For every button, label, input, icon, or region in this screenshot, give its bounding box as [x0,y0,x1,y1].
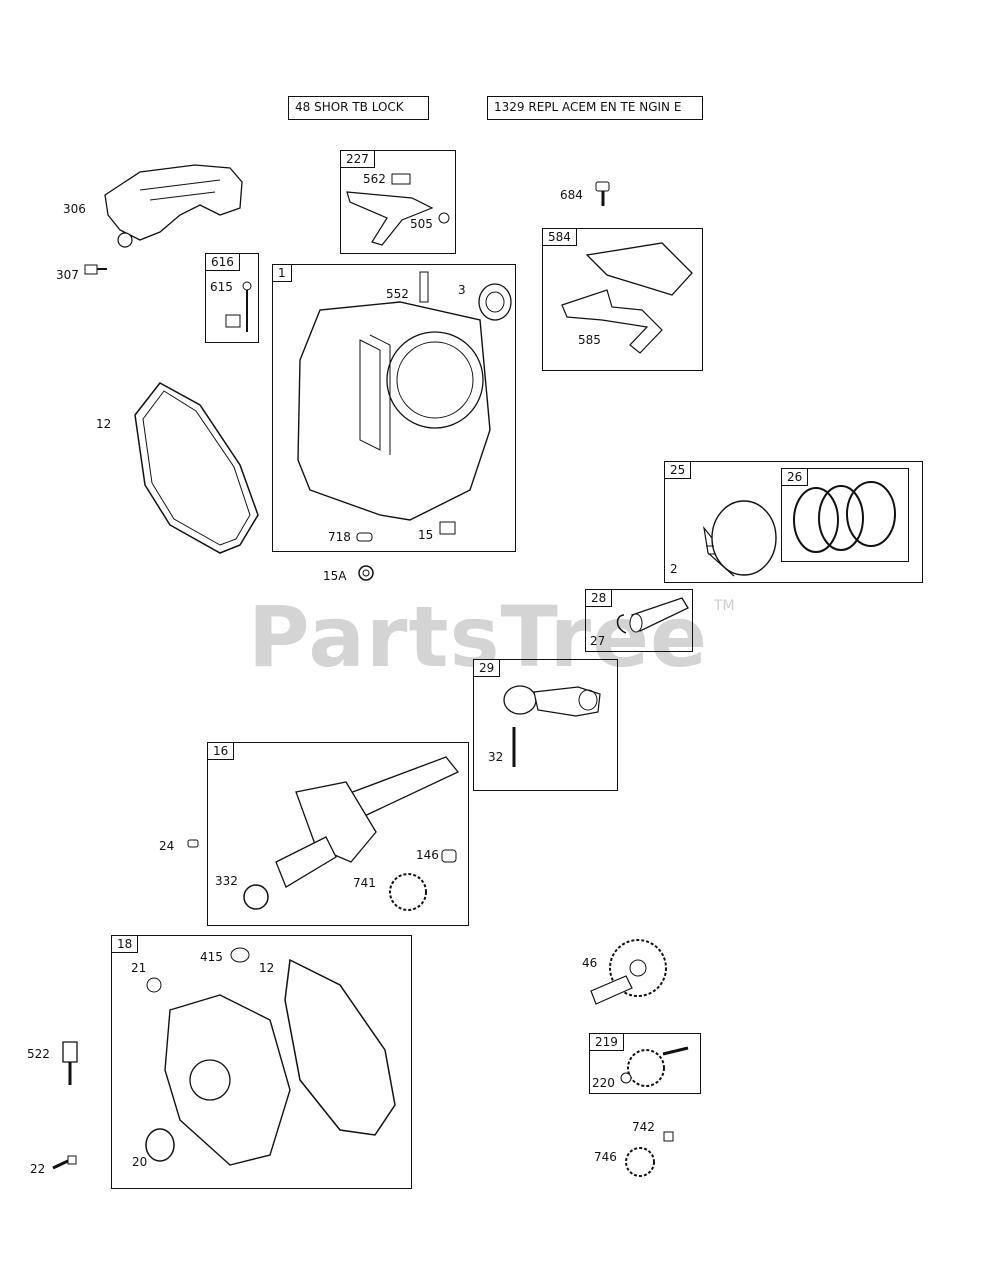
bolt-part-22[interactable] [50,1154,78,1172]
camshaft-part-46[interactable] [586,936,671,1011]
group-tag-25: 25 [665,462,692,479]
label-307[interactable]: 307 [56,268,79,282]
piston-pin-part-28[interactable] [612,593,692,643]
screw-part-684[interactable] [593,180,613,208]
plug-part-15A[interactable] [356,564,376,582]
label-552[interactable]: 552 [386,287,409,301]
label-220[interactable]: 220 [592,1076,615,1090]
label-585[interactable]: 585 [578,333,601,347]
group-tag-616: 616 [206,254,240,271]
group-box-25[interactable]: 25 [664,461,923,583]
piston-part-25[interactable] [694,498,779,580]
plug-part-15[interactable] [438,519,458,537]
crankcase-cover-part-18[interactable] [140,940,405,1170]
group-tag-28: 28 [586,590,613,607]
group-box-29[interactable]: 29 [473,659,618,791]
pin-part-718[interactable] [356,530,374,544]
group-tag-26: 26 [782,469,809,486]
group-box-16[interactable]: 16 [207,742,469,926]
trademark-mark: TM [714,598,735,614]
crankshaft-part-16[interactable] [236,752,461,917]
header-short-block-box: 48 SHOR TB LOCK [288,96,429,120]
group-box-18[interactable]: 18 [111,935,412,1189]
group-tag-16: 16 [208,743,235,760]
group-box-1[interactable]: 1 [272,264,516,552]
label-718[interactable]: 718 [328,530,351,544]
governor-part-219[interactable] [618,1040,696,1090]
group-tag-584: 584 [543,229,577,246]
label-615[interactable]: 615 [210,280,233,294]
piston-rings-part-26[interactable] [786,478,906,556]
group-box-584[interactable]: 584 [542,228,703,371]
label-332[interactable]: 332 [215,874,238,888]
label-24[interactable]: 24 [159,839,175,853]
label-684[interactable]: 684 [560,188,583,202]
label-27[interactable]: 27 [590,634,606,648]
header-replacement-engine-box: 1329 REPL ACEM EN TE NGIN E [487,96,703,120]
label-15[interactable]: 15 [418,528,434,542]
label-15A[interactable]: 15A [323,569,347,583]
sensor-part-522[interactable] [60,1040,82,1088]
label-742[interactable]: 742 [632,1120,655,1134]
group-box-26[interactable]: 26 [781,468,909,562]
label-12-cover-gasket[interactable]: 12 [259,961,275,975]
group-tag-18: 18 [112,936,139,953]
screw-part-307[interactable] [84,262,108,278]
breather-cover-part-584[interactable] [552,235,697,360]
group-tag-227: 227 [341,151,375,168]
label-146[interactable]: 146 [416,848,439,862]
group-box-28[interactable]: 28 [585,589,693,652]
label-3[interactable]: 3 [458,283,466,297]
label-746[interactable]: 746 [594,1150,617,1164]
label-306[interactable]: 306 [63,202,86,216]
label-12-gasket[interactable]: 12 [96,417,112,431]
label-20[interactable]: 20 [132,1155,148,1169]
label-22[interactable]: 22 [30,1162,46,1176]
gasket-part-12[interactable] [130,375,265,555]
label-32[interactable]: 32 [488,750,504,764]
gear-part-746[interactable] [620,1128,680,1183]
spring-clip-part-615[interactable] [222,280,256,336]
group-box-616[interactable]: 616 [205,253,259,343]
key-part-24[interactable] [186,838,200,850]
label-505[interactable]: 505 [410,217,433,231]
label-741[interactable]: 741 [353,876,376,890]
connecting-rod-part-29[interactable] [498,672,608,772]
label-46[interactable]: 46 [582,956,598,970]
blower-housing-part-306[interactable] [100,160,245,250]
group-box-227[interactable]: 227 [340,150,456,254]
label-21[interactable]: 21 [131,961,147,975]
group-tag-29: 29 [474,660,501,677]
label-522[interactable]: 522 [27,1047,50,1061]
cylinder-block-part-1[interactable] [290,280,505,530]
group-box-219[interactable]: 219 [589,1033,701,1094]
label-415[interactable]: 415 [200,950,223,964]
group-tag-1: 1 [273,265,292,282]
group-tag-219: 219 [590,1034,624,1051]
label-562[interactable]: 562 [363,172,386,186]
bracket-part-227[interactable] [342,170,452,250]
label-2[interactable]: 2 [670,562,678,576]
